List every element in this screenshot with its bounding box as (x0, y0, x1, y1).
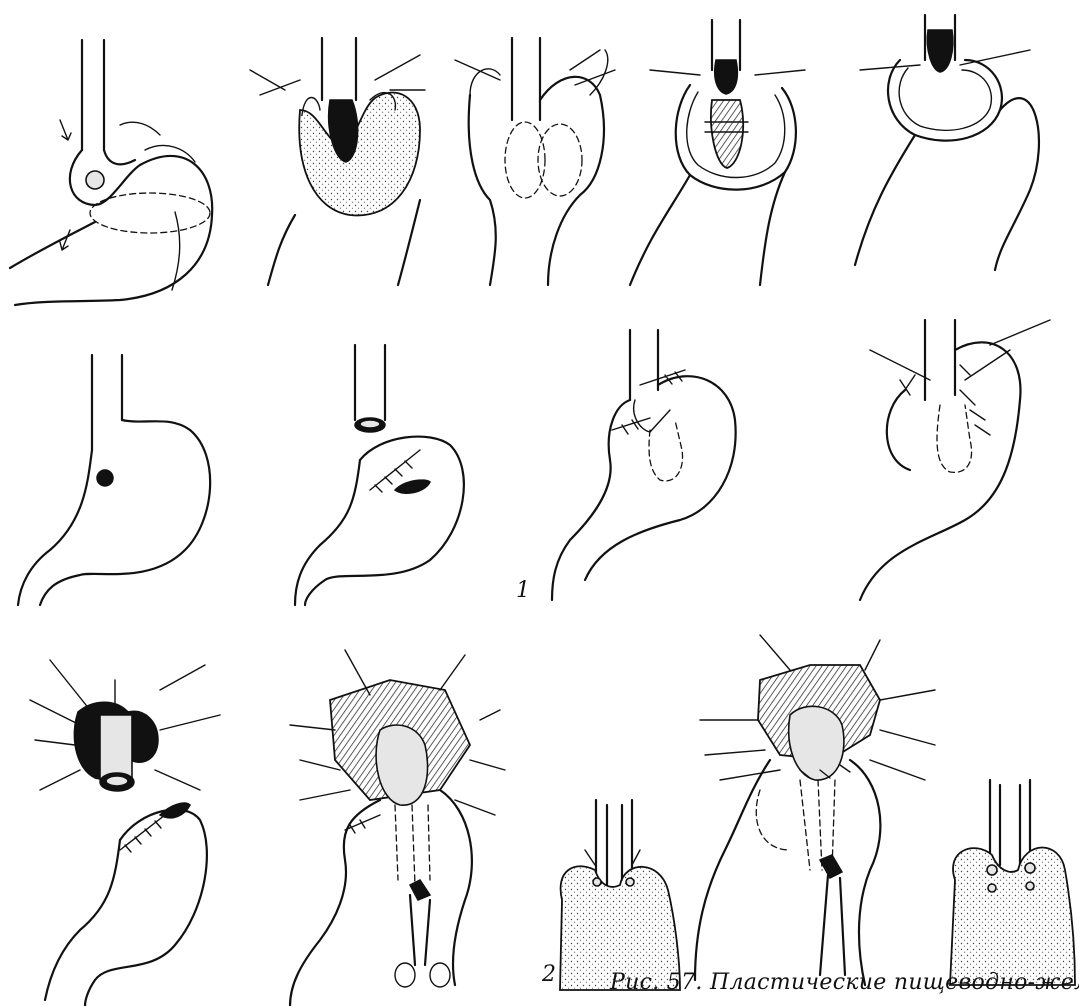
panel-row3-fig3 (560, 800, 680, 990)
panel-row3-fig4 (695, 635, 935, 985)
panel-row2-fig4 (860, 320, 1050, 600)
panel-row2-fig3 (552, 330, 736, 600)
panel-row1-fig1 (10, 40, 212, 305)
panel-row1-fig5 (855, 15, 1039, 270)
panel-row2-fig2 (295, 345, 464, 605)
panel-row1-fig3 (455, 38, 615, 285)
panel-row3-fig2 (290, 650, 505, 1006)
panel-row1-fig2 (250, 38, 425, 285)
series-label-2: 2 (542, 962, 556, 987)
panel-row2-fig1 (18, 355, 210, 605)
figure-caption: Рис. 57. Пластические пищеводно-желц- (610, 970, 1079, 995)
panel-row3-fig1 (30, 660, 220, 1006)
series-label-1: 1 (516, 578, 530, 603)
panel-row3-fig5 (950, 780, 1075, 985)
panel-row1-fig4 (630, 20, 805, 285)
